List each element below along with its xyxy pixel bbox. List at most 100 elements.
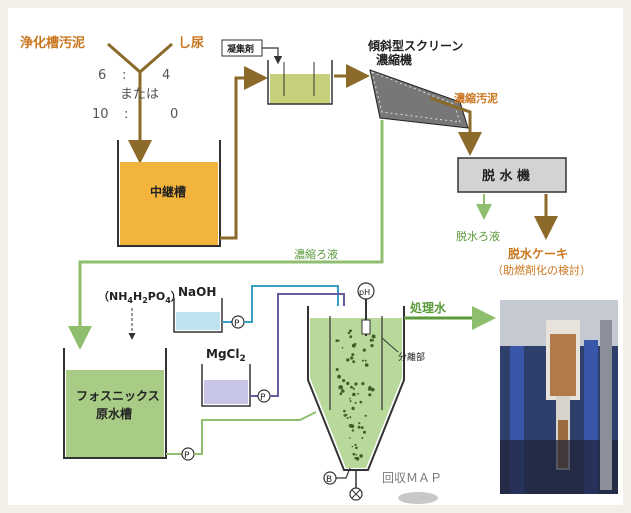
map-particle bbox=[357, 425, 361, 429]
map-particle bbox=[362, 348, 366, 352]
map-particle bbox=[350, 424, 355, 428]
raw-tank-liquid bbox=[66, 370, 164, 458]
ratio-or: または bbox=[120, 87, 159, 102]
ratio-bottom-left: 10 bbox=[92, 107, 109, 122]
map-particle bbox=[341, 347, 344, 349]
naoh-line-2 bbox=[244, 285, 339, 323]
naoh-pump-label: P bbox=[234, 319, 240, 329]
map-particle bbox=[342, 379, 346, 383]
map-particle bbox=[346, 417, 349, 419]
map-particle bbox=[358, 422, 361, 425]
map-particle bbox=[370, 344, 374, 348]
map-particle bbox=[349, 437, 351, 439]
map-particle bbox=[339, 392, 343, 395]
map-particle bbox=[354, 382, 358, 386]
coagulant-dose-line bbox=[262, 47, 283, 65]
map-particle bbox=[351, 353, 355, 357]
phosphate-label: （NH4H2PO4） bbox=[98, 290, 182, 305]
sludge-inlet-line bbox=[107, 42, 141, 74]
separation-label: 分離部 bbox=[398, 351, 425, 363]
raw-feed-line-2 bbox=[194, 411, 317, 455]
cake-label-2: （助燃剤化の検討） bbox=[492, 263, 591, 277]
mgcl2-liquid bbox=[204, 380, 248, 404]
mgcl2-pump-label: P bbox=[260, 393, 266, 403]
map-particle bbox=[343, 409, 346, 413]
map-particle bbox=[337, 374, 341, 379]
blower-line bbox=[336, 467, 351, 479]
map-particle bbox=[371, 339, 375, 342]
thickened-filtrate-line bbox=[68, 120, 384, 350]
night-soil-label: し尿 bbox=[178, 36, 204, 51]
relay-to-flocculation-line bbox=[220, 66, 268, 240]
map-particle bbox=[361, 437, 364, 439]
treated-water-label: 処理水 bbox=[409, 300, 447, 315]
thickened-filtrate-label: 濃縮ろ液 bbox=[294, 247, 338, 261]
map-particle bbox=[348, 329, 352, 333]
map-particle bbox=[352, 360, 356, 364]
ratio-top-left: 6 bbox=[98, 68, 106, 83]
thickened-sludge-label: 濃縮汚泥 bbox=[454, 91, 498, 105]
raw-tank-label-2: 原水槽 bbox=[96, 406, 132, 421]
relay-tank bbox=[117, 140, 221, 247]
mgcl2-line-2 bbox=[270, 293, 345, 397]
blower-label: B bbox=[326, 475, 332, 485]
map-particle bbox=[352, 392, 356, 397]
screen-title-1: 傾斜型スクリーン bbox=[367, 38, 463, 53]
reactor-liquid bbox=[310, 318, 402, 468]
relay-tank-liquid bbox=[120, 162, 218, 246]
map-particle bbox=[370, 387, 375, 392]
raw-tank-label-1: フォスニックス bbox=[76, 389, 160, 403]
naoh-liquid bbox=[176, 312, 220, 330]
night-soil-inlet-line bbox=[139, 42, 173, 74]
ratio-colon-top: : bbox=[122, 68, 126, 83]
cake-label-1: 脱水ケーキ bbox=[508, 246, 568, 261]
ratio-bottom-right: 0 bbox=[170, 107, 178, 122]
map-particle bbox=[359, 454, 363, 458]
separation-leader bbox=[381, 337, 399, 353]
sludge-label: 浄化槽汚泥 bbox=[20, 35, 85, 51]
map-particle bbox=[349, 397, 351, 400]
ph-probe-tip bbox=[361, 319, 371, 335]
recovered-map-label: 回収ＭＡＰ bbox=[382, 471, 442, 485]
map-particle bbox=[354, 401, 357, 404]
thickened-sludge-line bbox=[429, 96, 482, 156]
map-particle bbox=[371, 334, 376, 339]
map-particle bbox=[364, 359, 367, 362]
ratio-top-right: 4 bbox=[162, 68, 170, 83]
dewatered-filtrate-label: 脱水ろ液 bbox=[456, 229, 500, 243]
dewatering-machine-label: 脱 水 機 bbox=[482, 168, 530, 184]
map-particle bbox=[364, 414, 367, 417]
map-particle bbox=[368, 386, 372, 390]
map-particle bbox=[335, 339, 339, 342]
map-particle bbox=[335, 368, 339, 371]
map-particle bbox=[337, 339, 340, 342]
map-particle bbox=[351, 429, 355, 432]
map-particle bbox=[360, 426, 364, 429]
map-particle bbox=[350, 356, 354, 360]
feed-pump-label: P bbox=[184, 451, 190, 461]
screen-mesh bbox=[371, 71, 461, 123]
map-particle bbox=[346, 381, 350, 386]
flocculation-tank bbox=[267, 60, 333, 105]
map-particle bbox=[361, 359, 364, 362]
map-particle bbox=[346, 358, 350, 362]
map-particle bbox=[355, 446, 358, 450]
map-particle bbox=[347, 331, 351, 335]
map-particle bbox=[356, 457, 359, 460]
mgcl2-label: MgCl2 bbox=[206, 347, 246, 364]
coagulant-label: 凝集剤 bbox=[227, 43, 254, 55]
map-particle bbox=[357, 392, 359, 395]
mgcl2-tank bbox=[201, 364, 251, 407]
map-particle bbox=[338, 385, 343, 390]
relay-tank-label: 中継槽 bbox=[150, 184, 186, 199]
dewatering-machine bbox=[457, 157, 567, 193]
map-particle bbox=[354, 443, 357, 446]
map-particle bbox=[355, 453, 358, 456]
map-particle bbox=[353, 342, 357, 346]
map-particle bbox=[361, 382, 365, 386]
map-particle bbox=[363, 430, 366, 434]
map-particle bbox=[352, 387, 355, 390]
map-particle bbox=[345, 413, 348, 416]
